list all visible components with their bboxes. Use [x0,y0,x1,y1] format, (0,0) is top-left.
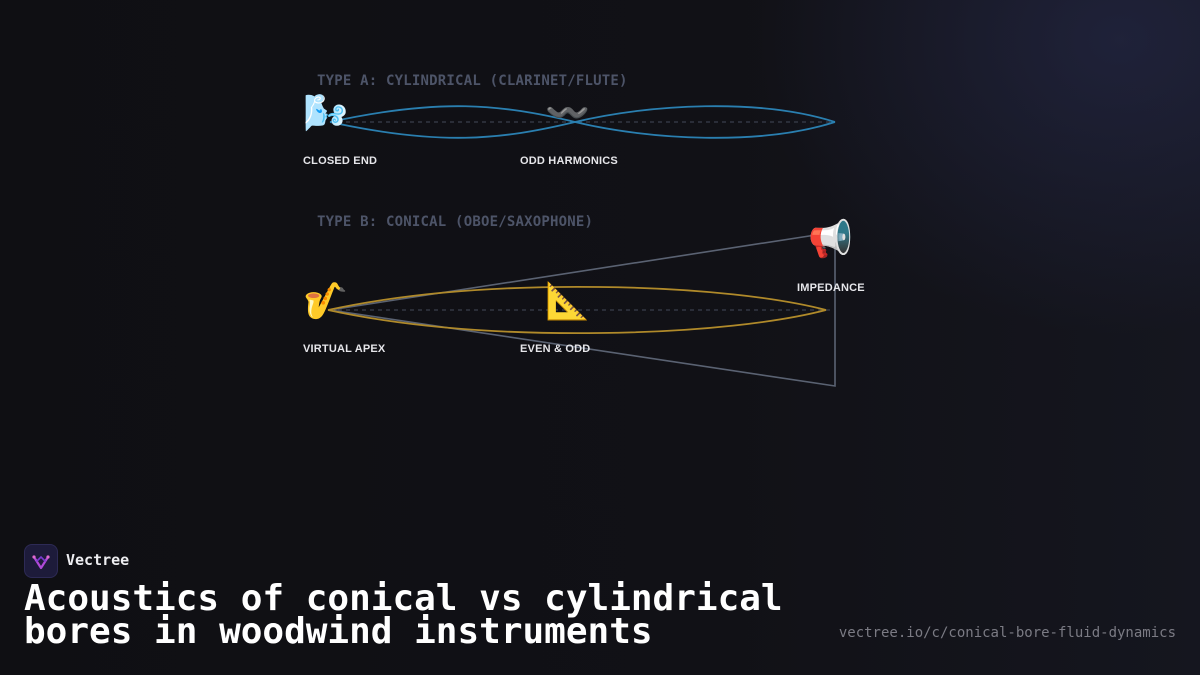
cylinder-wave-lower [329,121,836,139]
page-title: Acoustics of conical vs cylindrical bore… [24,578,783,652]
type-b-label: TYPE B: CONICAL (OBOE/SAXOPHONE) [317,214,594,230]
cone-wave-upper [327,285,827,311]
even-odd-label: EVEN & ODD [520,343,591,355]
closed-end-label: CLOSED END [303,155,378,167]
brand-name: Vectree [66,551,130,569]
impedance-label: IMPEDANCE [797,282,865,294]
triangular-ruler-icon: 📐 [545,281,590,322]
cone-outline [329,231,836,387]
vectree-logo [24,544,58,578]
odd-harmonics-label: ODD HARMONICS [520,155,618,167]
vectree-logo-icon [32,555,50,570]
source-url[interactable]: vectree.io/c/conical-bore-fluid-dynamics [838,625,1176,641]
megaphone-icon: 📢 [808,219,853,260]
wind-face-icon: 🌬️ [303,93,348,134]
wavy-dash-icon: 〰️ [545,93,590,134]
virtual-apex-label: VIRTUAL APEX [303,343,386,355]
saxophone-icon: 🎷 [303,281,348,322]
cone-wave-lower [327,309,827,335]
type-a-label: TYPE A: CYLINDRICAL (CLARINET/FLUTE) [317,73,628,89]
